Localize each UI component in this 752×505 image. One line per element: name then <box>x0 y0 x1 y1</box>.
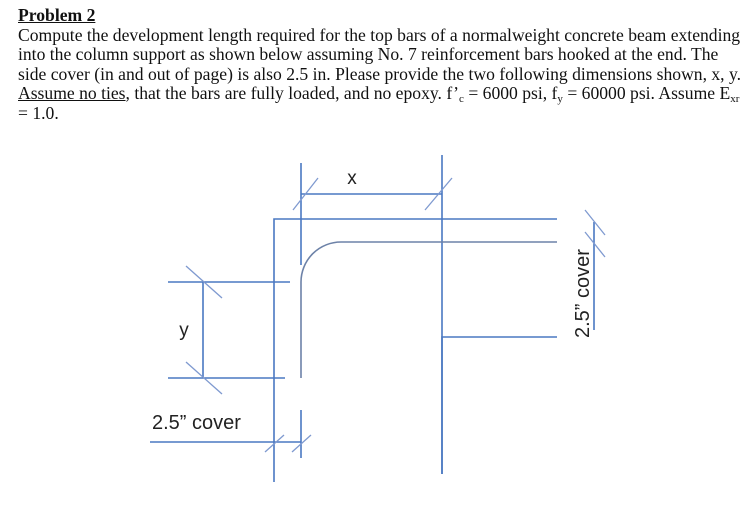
fy-subscript: y <box>557 93 563 106</box>
side-cover-label: 2.5” cover <box>572 249 594 338</box>
emphasis-no-ties: Assume no ties <box>18 83 126 104</box>
tick-icon <box>185 361 223 395</box>
problem-text-2: , that the bars are fully loaded, and no… <box>125 83 460 104</box>
hooked-bar <box>300 241 557 378</box>
exr-subscript: xr <box>730 93 740 106</box>
tick-icon <box>292 177 319 211</box>
column-beam-outline <box>273 218 557 482</box>
exr-value: = 1.0. <box>18 102 59 123</box>
structure-lines <box>150 155 595 482</box>
beam-bottom-line <box>441 336 557 474</box>
fc-subscript: c <box>459 93 464 106</box>
dimension-ticks <box>185 177 606 453</box>
tick-icon <box>584 231 606 258</box>
tick-icon <box>424 177 453 211</box>
problem-statement: Problem 2 Compute the development length… <box>18 5 743 124</box>
x-label: x <box>347 168 357 189</box>
tick-icon <box>185 265 223 299</box>
fy-value: = 60000 psi. Assume E <box>562 83 731 104</box>
problem-title: Problem 2 <box>18 5 96 25</box>
tick-icon <box>584 209 606 236</box>
y-label: y <box>179 320 189 341</box>
bottom-cover-label: 2.5” cover <box>152 412 241 434</box>
problem-text-1: Compute the development length required … <box>18 24 742 84</box>
fc-value: = 6000 psi, f <box>463 83 558 104</box>
tick-icon <box>264 434 285 453</box>
tick-icon <box>291 434 312 453</box>
